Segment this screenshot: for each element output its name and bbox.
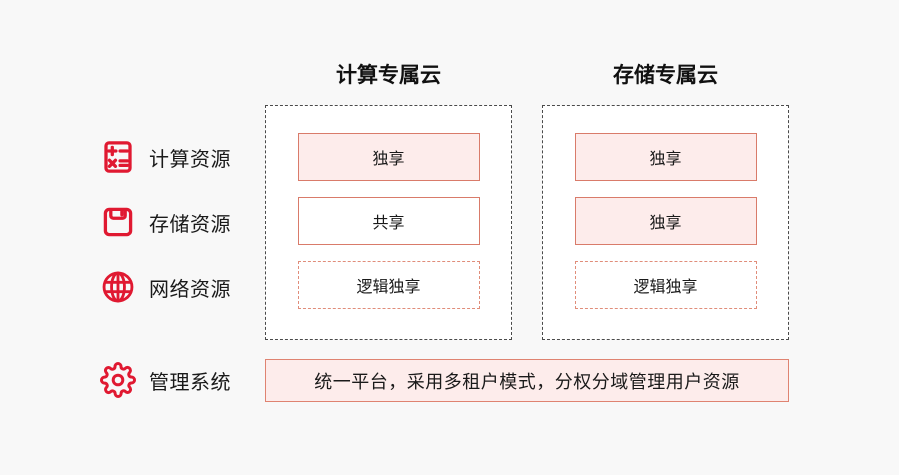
column-header-compute-cloud: 计算专属云 — [336, 64, 441, 87]
management-platform-bar: 统一平台，采用多租户模式，分权分域管理用户资源 — [265, 359, 789, 402]
cell-storage-cloud-compute-resource: 独享 — [574, 133, 757, 181]
calculator-icon — [100, 139, 136, 175]
row-compute-resource: 计算资源 — [100, 138, 231, 176]
row-label-compute-resource: 计算资源 — [149, 148, 231, 171]
cell-compute-cloud-compute-resource: 独享 — [297, 133, 480, 181]
globe-icon — [100, 269, 136, 305]
row-label-management-system: 管理系统 — [149, 371, 231, 394]
cell-storage-cloud-storage-resource: 独享 — [574, 197, 757, 245]
row-management-system: 管理系统 — [100, 361, 231, 399]
row-label-network-resource: 网络资源 — [149, 278, 231, 301]
compute-cloud-container: 独享 共享 逻辑独享 — [265, 105, 512, 340]
cell-compute-cloud-storage-resource: 共享 — [297, 197, 480, 245]
floppy-disk-icon — [100, 204, 136, 240]
storage-cloud-container: 独享 独享 逻辑独享 — [542, 105, 789, 340]
gear-icon — [100, 362, 136, 398]
column-header-storage-cloud: 存储专属云 — [613, 64, 718, 87]
cell-storage-cloud-network-resource: 逻辑独享 — [574, 261, 757, 309]
row-storage-resource: 存储资源 — [100, 203, 231, 241]
row-network-resource: 网络资源 — [100, 268, 231, 306]
cell-compute-cloud-network-resource: 逻辑独享 — [297, 261, 480, 309]
row-label-storage-resource: 存储资源 — [149, 213, 231, 236]
